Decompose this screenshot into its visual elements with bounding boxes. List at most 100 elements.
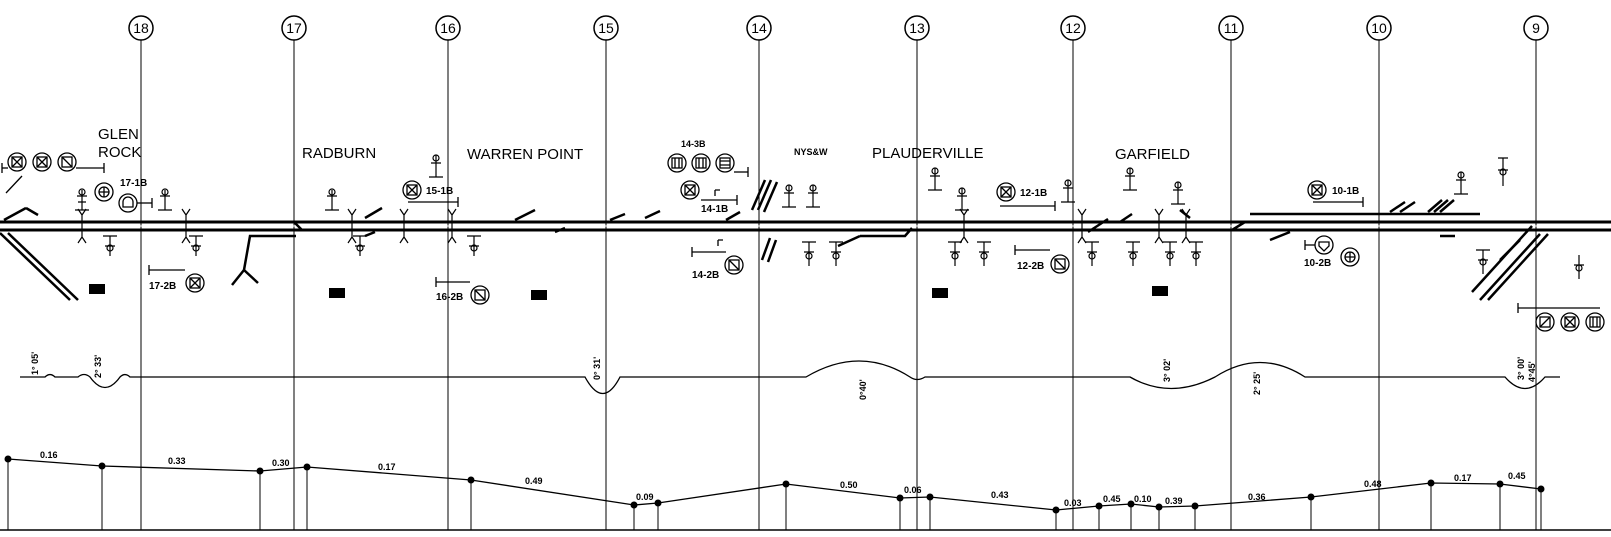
- milepost-11: 11: [1218, 15, 1244, 41]
- grade-label: 0.33: [168, 456, 186, 466]
- svg-text:10: 10: [1371, 20, 1387, 36]
- curve-label: 0° 31': [592, 357, 602, 380]
- svg-text:12-2B: 12-2B: [1017, 261, 1044, 272]
- grade-profile: [0, 455, 1611, 531]
- signal-mast-icon: [353, 235, 367, 256]
- signal-12-1b: 12-1B: [996, 182, 1056, 211]
- curve-label: 0°40': [858, 379, 868, 400]
- signal-mast-icon: [1171, 181, 1185, 205]
- svg-text:15-1B: 15-1B: [426, 186, 453, 197]
- signal-masts: [75, 154, 1584, 279]
- signal-mast-icon: [467, 235, 481, 256]
- signal-mast-icon: [806, 184, 820, 208]
- curve-labels: 1° 05' 2° 33' 0° 31' 0°40' 3° 02' 2° 25'…: [30, 352, 1537, 400]
- signal-16-2b: 16-2B: [435, 277, 490, 305]
- grade-label: 0.48: [1364, 479, 1382, 489]
- signal-mast-icon: [429, 154, 443, 178]
- milepost-10: 10: [1366, 15, 1392, 41]
- signal-12-2b: 12-2B: [1014, 245, 1070, 274]
- grade-label: 0.39: [1165, 496, 1183, 506]
- grade-label: 0.10: [1134, 494, 1152, 504]
- signal-14-2b: 14-2B: [691, 239, 744, 281]
- signal-mast-icon: [829, 241, 843, 266]
- grade-label: 0.49: [525, 476, 543, 486]
- svg-text:15: 15: [598, 20, 614, 36]
- grade-points: [4, 455, 1545, 514]
- curve-label: 2° 33': [93, 355, 103, 378]
- signal-17-1b: 17-1B: [94, 178, 153, 213]
- signal-mast-icon: [75, 188, 89, 211]
- grade-label: 0.17: [1454, 473, 1472, 483]
- signal-10-1b: 10-1B: [1307, 180, 1364, 207]
- signal-mast-icon: [1454, 171, 1468, 195]
- signal-mast-icon: [1476, 249, 1490, 274]
- platform-glen-rock: [89, 284, 105, 294]
- signal-mast-icon: [1123, 167, 1137, 191]
- svg-text:9: 9: [1532, 20, 1540, 36]
- grade-label: 0.45: [1103, 494, 1121, 504]
- platform-radburn: [329, 288, 345, 298]
- station-platforms: [89, 284, 1168, 300]
- svg-text:10-2B: 10-2B: [1304, 258, 1331, 269]
- curve-label: 3° 02': [1162, 359, 1172, 382]
- grade-label: 0.43: [991, 490, 1009, 500]
- grade-labels: 0.16 0.33 0.30 0.17 0.49 0.09 0.50 0.06 …: [40, 450, 1526, 508]
- svg-text:14-3B: 14-3B: [681, 139, 706, 149]
- svg-text:16: 16: [440, 20, 456, 36]
- station-warren-point: WARREN POINT: [467, 146, 583, 163]
- svg-text:12-1B: 12-1B: [1020, 188, 1047, 199]
- signal-10-2b: 10-2B: [1304, 235, 1360, 269]
- sidings: [0, 179, 1549, 301]
- milepost-13: 13: [904, 15, 930, 41]
- signal-mast-icon: [977, 241, 991, 266]
- main-tracks: [0, 220, 1611, 232]
- milepost-markers: 18 17 16 15 14 13 12 11 10 9: [128, 15, 1549, 41]
- signal-mast-icon: [1498, 157, 1508, 186]
- signal-mast-icon: [928, 167, 942, 191]
- signal-mast-icon: [103, 235, 117, 256]
- curve-label: 3° 00': [1516, 357, 1526, 380]
- signal-head-group: [1517, 303, 1605, 332]
- svg-text:17-2B: 17-2B: [149, 281, 176, 292]
- grade-label: 0.45: [1508, 471, 1526, 481]
- signal-14-3b: 14-3B: [667, 139, 749, 177]
- signal-mast-icon: [1126, 241, 1140, 266]
- grade-label: 0.03: [1064, 498, 1082, 508]
- svg-text:14-1B: 14-1B: [701, 204, 728, 215]
- grade-label: 0.50: [840, 480, 858, 490]
- milepost-16: 16: [435, 15, 461, 41]
- svg-text:13: 13: [909, 20, 925, 36]
- signal-17-2b: 17-2B: [148, 265, 205, 293]
- signal-mast-icon: [1061, 179, 1075, 203]
- svg-text:17: 17: [286, 20, 302, 36]
- signal-mast-icon: [158, 188, 172, 211]
- signal-mast-icon: [802, 241, 816, 266]
- svg-text:12: 12: [1065, 20, 1081, 36]
- milepost-18: 18: [128, 15, 154, 41]
- curvature-profile: [20, 360, 1560, 395]
- station-nysw: NYS&W: [794, 147, 828, 157]
- station-rock: ROCK: [98, 144, 141, 161]
- signal-mast-icon: [1189, 241, 1203, 266]
- svg-text:11: 11: [1224, 20, 1239, 36]
- signal-heads: 17-1B 17-2B 15-1B 16-2B 14-3B: [1, 139, 1605, 332]
- svg-text:14: 14: [751, 20, 767, 36]
- grade-label: 0.30: [272, 458, 290, 468]
- station-plauderville: PLAUDERVILLE: [872, 145, 983, 162]
- platform-garfield: [1152, 286, 1168, 296]
- milepost-15: 15: [593, 15, 619, 41]
- grade-ticks: [7, 459, 1542, 530]
- signal-mast-icon: [1085, 241, 1099, 266]
- station-glen: GLEN: [98, 126, 139, 143]
- milepost-14: 14: [746, 15, 772, 41]
- svg-text:18: 18: [133, 20, 149, 36]
- platform-plauderville: [932, 288, 948, 298]
- signal-14-1b: 14-1B: [680, 180, 738, 215]
- signal-mast-icon: [189, 235, 203, 256]
- milepost-lines: [140, 40, 1537, 530]
- signal-mast-icon: [1163, 241, 1177, 266]
- milepost-17: 17: [281, 15, 307, 41]
- milepost-9: 9: [1523, 15, 1549, 41]
